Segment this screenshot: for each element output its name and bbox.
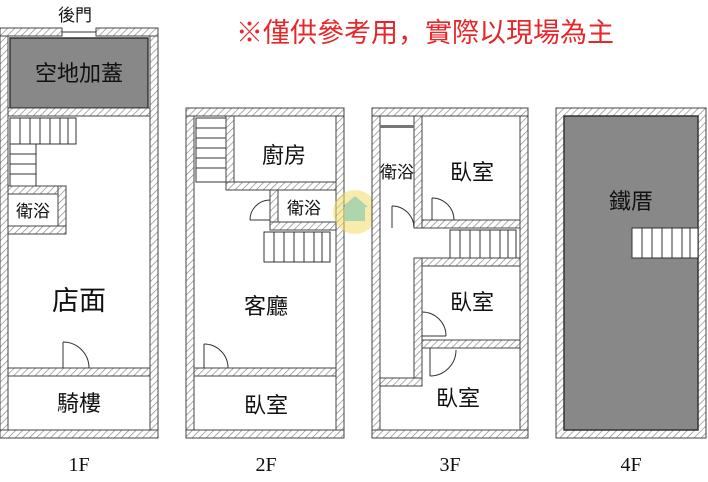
iron-roof-label: 鐵厝 <box>609 190 653 215</box>
bath-2f-label: 衛浴 <box>287 199 321 219</box>
floor-4f-label: 4F <box>620 454 641 476</box>
watermark-logo <box>333 190 377 234</box>
floor-2f: 廚房 衛浴 客廳 臥室 2F <box>185 107 345 476</box>
disclaimer-notice: ※僅供參考用，實際以現場為主 <box>236 18 614 49</box>
stairs-3f <box>449 229 517 259</box>
bath-1f-label: 衛浴 <box>16 202 50 222</box>
bath-3f-label: 衛浴 <box>380 163 414 183</box>
floor-3f: 衛浴 臥室 臥室 <box>371 107 529 476</box>
door-3f-bedroom-3 <box>429 348 457 377</box>
door-2f <box>203 343 229 369</box>
bedroom-2f-label: 臥室 <box>244 394 288 419</box>
arcade-label: 騎樓 <box>57 392 101 417</box>
door-2f-bath <box>249 199 271 221</box>
bedroom-3f-2-label: 臥室 <box>450 291 494 316</box>
door-3f-bath <box>391 205 415 229</box>
bedroom-3f-3-label: 臥室 <box>436 387 480 412</box>
bedroom-3f-1-label: 臥室 <box>450 161 494 186</box>
floor-1f: 後門 空地加蓋 衛浴 店面 <box>0 6 159 476</box>
door-3f-bedroom-2 <box>421 311 447 337</box>
floor-3f-label: 3F <box>439 454 460 476</box>
living-room-label: 客廳 <box>244 295 288 320</box>
door-1f <box>62 341 90 369</box>
kitchen-label: 廚房 <box>262 144 306 169</box>
shop-label: 店面 <box>52 286 106 317</box>
door-3f-bedroom-1 <box>431 197 455 221</box>
floor-1f-label: 1F <box>68 454 89 476</box>
back-door-label: 後門 <box>58 6 92 26</box>
stairs-2f-upper <box>195 117 227 183</box>
stairs-2f-lower <box>263 231 331 263</box>
iron-roof-area <box>563 115 699 431</box>
floor-4f: 鐵厝 4F <box>555 107 707 476</box>
floor-2f-label: 2F <box>255 454 276 476</box>
stairs-1f <box>9 117 77 187</box>
stairs-4f <box>631 227 699 259</box>
extension-label: 空地加蓋 <box>35 62 123 87</box>
